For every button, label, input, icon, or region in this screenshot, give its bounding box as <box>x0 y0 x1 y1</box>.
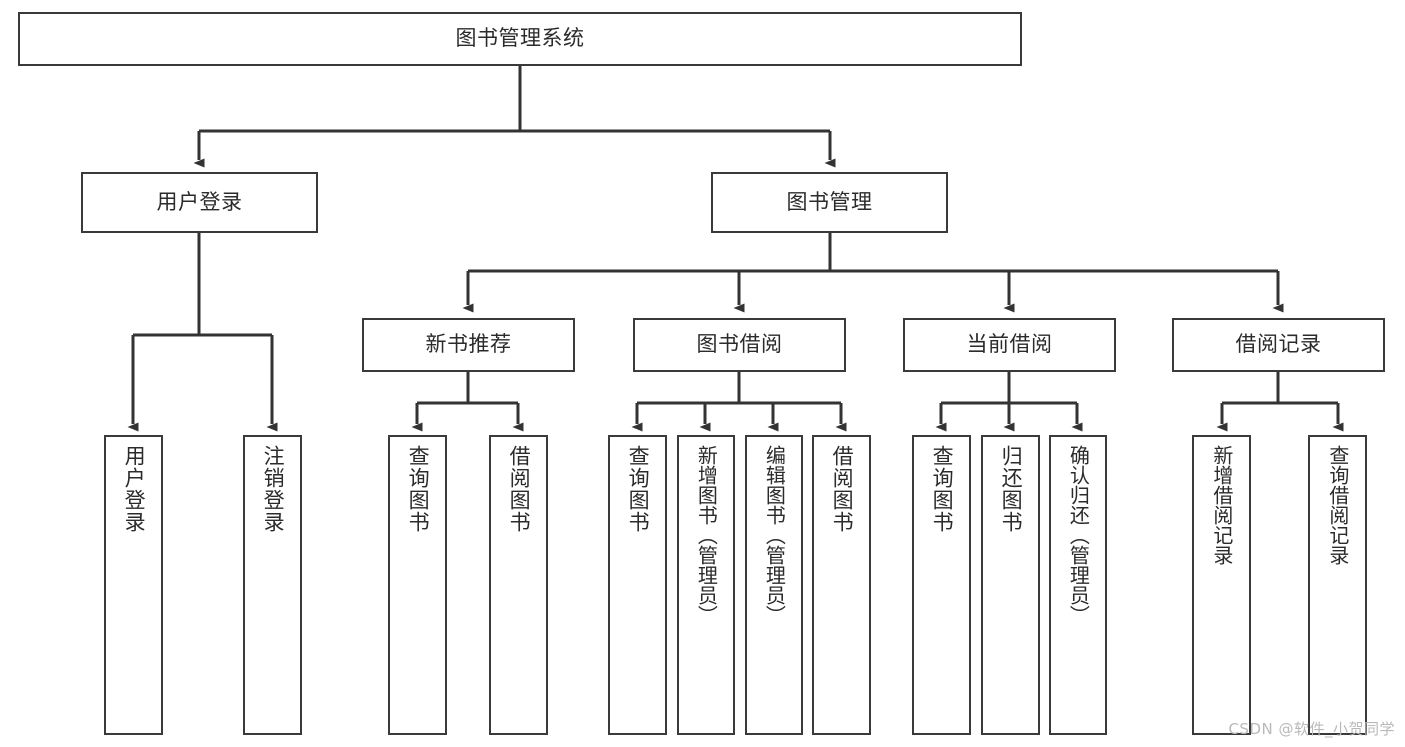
node-leaf-return-book-label: 归还图书 <box>999 445 1024 533</box>
node-leaf-query-borrow-record[interactable]: 查询借阅记录 <box>1308 435 1367 735</box>
node-new-book-recommend[interactable]: 新书推荐 <box>362 318 575 372</box>
node-leaf-edit-book[interactable]: 编辑图书（管理员） <box>745 435 803 735</box>
node-leaf-edit-book-label: 编辑图书（管理员） <box>762 445 787 625</box>
node-root-system-label: 图书管理系统 <box>455 26 585 51</box>
watermark-text: CSDN @软件_小贺同学 <box>1228 720 1395 738</box>
node-leaf-borrow-book-recommend[interactable]: 借阅图书 <box>489 435 548 735</box>
node-leaf-query-book-current-label: 查询图书 <box>930 445 955 533</box>
node-leaf-logout[interactable]: 注销登录 <box>243 435 302 735</box>
node-user-login-label: 用户登录 <box>156 189 243 214</box>
node-leaf-borrow-book-label: 借阅图书 <box>830 445 855 533</box>
node-leaf-logout-label: 注销登录 <box>261 445 286 533</box>
node-leaf-query-book-current[interactable]: 查询图书 <box>912 435 971 735</box>
node-leaf-query-book-borrow-label: 查询图书 <box>626 445 651 533</box>
node-leaf-add-book[interactable]: 新增图书（管理员） <box>677 435 735 735</box>
node-leaf-query-borrow-record-label: 查询借阅记录 <box>1325 445 1350 565</box>
node-root-system[interactable]: 图书管理系统 <box>18 12 1022 66</box>
node-book-borrow[interactable]: 图书借阅 <box>633 318 846 372</box>
node-user-login[interactable]: 用户登录 <box>81 172 318 233</box>
node-leaf-return-book[interactable]: 归还图书 <box>981 435 1040 735</box>
node-leaf-add-borrow-record[interactable]: 新增借阅记录 <box>1192 435 1251 735</box>
node-leaf-user-login-label: 用户登录 <box>122 445 147 533</box>
node-leaf-borrow-book-recommend-label: 借阅图书 <box>507 445 532 533</box>
node-leaf-add-borrow-record-label: 新增借阅记录 <box>1209 445 1234 565</box>
node-borrow-record[interactable]: 借阅记录 <box>1172 318 1385 372</box>
node-leaf-query-book-recommend[interactable]: 查询图书 <box>388 435 447 735</box>
node-leaf-add-book-label: 新增图书（管理员） <box>694 445 719 625</box>
node-borrow-record-label: 借阅记录 <box>1235 332 1322 357</box>
node-current-borrow-label: 当前借阅 <box>966 332 1053 357</box>
node-leaf-confirm-return[interactable]: 确认归还（管理员） <box>1049 435 1107 735</box>
node-current-borrow[interactable]: 当前借阅 <box>903 318 1116 372</box>
node-leaf-query-book-recommend-label: 查询图书 <box>406 445 431 533</box>
node-new-book-recommend-label: 新书推荐 <box>425 332 512 357</box>
node-book-manage[interactable]: 图书管理 <box>711 172 948 233</box>
node-leaf-borrow-book[interactable]: 借阅图书 <box>812 435 871 735</box>
node-leaf-query-book-borrow[interactable]: 查询图书 <box>608 435 667 735</box>
node-book-manage-label: 图书管理 <box>786 189 873 214</box>
node-leaf-user-login[interactable]: 用户登录 <box>104 435 163 735</box>
node-book-borrow-label: 图书借阅 <box>696 332 783 357</box>
node-leaf-confirm-return-label: 确认归还（管理员） <box>1066 445 1091 625</box>
